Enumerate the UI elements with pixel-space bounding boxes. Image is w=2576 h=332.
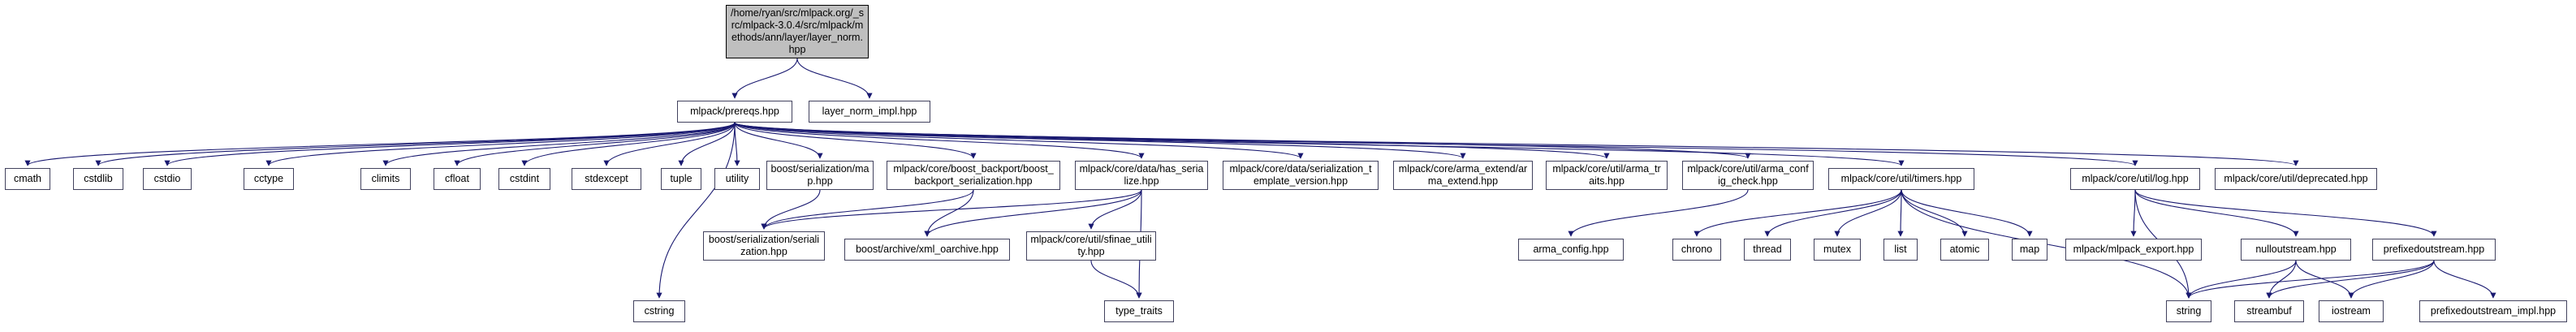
node-prefixedoutstream[interactable]: prefixedoutstream.hpp xyxy=(2372,239,2496,261)
node-label: cstdio xyxy=(153,173,181,184)
node-sfinae[interactable]: mlpack/core/util/sfinae_utility.hpp xyxy=(1026,231,1156,261)
node-string[interactable]: string xyxy=(2166,300,2211,322)
node-label: atomic xyxy=(1949,244,1980,255)
node-xml_oarchive[interactable]: boost/archive/xml_oarchive.hpp xyxy=(844,239,1010,261)
node-label: mlpack/core/arma_extend/arma_extend.hpp xyxy=(1398,163,1528,187)
node-label: boost/serialization/serialization.hpp xyxy=(708,234,820,257)
node-iostream[interactable]: iostream xyxy=(2319,300,2384,322)
node-label: cmath xyxy=(13,173,42,184)
node-label: nulloutstream.hpp xyxy=(2255,244,2337,255)
node-mlpack_export[interactable]: mlpack/mlpack_export.hpp xyxy=(2065,239,2202,261)
node-cctype[interactable]: cctype xyxy=(244,168,294,190)
node-mutex[interactable]: mutex xyxy=(1814,239,1861,261)
node-label: cfloat xyxy=(445,173,469,184)
node-prefixed_impl[interactable]: prefixedoutstream_impl.hpp xyxy=(2419,300,2567,322)
node-label: mutex xyxy=(1823,244,1852,255)
node-boost_backport[interactable]: mlpack/core/boost_backport/boost_backpor… xyxy=(887,161,1060,190)
node-label: stdexcept xyxy=(585,173,628,184)
node-ser_tpl_version[interactable]: mlpack/core/data/serialization_template_… xyxy=(1223,161,1379,190)
node-label: string xyxy=(2176,305,2202,317)
node-label: streambuf xyxy=(2246,305,2292,317)
node-list[interactable]: list xyxy=(1883,239,1918,261)
node-impl[interactable]: layer_norm_impl.hpp xyxy=(809,101,930,123)
node-atomic[interactable]: atomic xyxy=(1940,239,1989,261)
node-label: prefixedoutstream_impl.hpp xyxy=(2430,305,2557,317)
node-climits[interactable]: climits xyxy=(360,168,411,190)
node-label: mlpack/core/util/arma_traits.hpp xyxy=(1552,163,1661,187)
node-cstdint[interactable]: cstdint xyxy=(498,168,550,190)
node-label: climits xyxy=(371,173,400,184)
node-arma_traits[interactable]: mlpack/core/util/arma_traits.hpp xyxy=(1546,161,1668,190)
node-prereqs[interactable]: mlpack/prereqs.hpp xyxy=(677,101,792,123)
node-label: mlpack/core/util/sfinae_utility.hpp xyxy=(1030,234,1152,257)
node-label: mlpack/prereqs.hpp xyxy=(690,106,779,117)
node-label: list xyxy=(1894,244,1907,255)
node-boost_serialization[interactable]: boost/serialization/serialization.hpp xyxy=(703,231,825,261)
node-utility[interactable]: utility xyxy=(714,168,760,190)
node-label: mlpack/core/util/log.hpp xyxy=(2082,173,2189,184)
node-label: utility xyxy=(725,173,749,184)
node-label: layer_norm_impl.hpp xyxy=(822,106,917,117)
node-label: cstdint xyxy=(509,173,540,184)
node-arma_extend[interactable]: mlpack/core/arma_extend/arma_extend.hpp xyxy=(1393,161,1533,190)
node-label: map xyxy=(2019,244,2040,255)
node-label: tuple xyxy=(670,173,693,184)
node-log[interactable]: mlpack/core/util/log.hpp xyxy=(2070,168,2200,190)
node-label: boost/serialization/map.hpp xyxy=(770,163,869,187)
node-root: /home/ryan/src/mlpack.org/_src/mlpack-3.… xyxy=(726,5,869,58)
node-cmath[interactable]: cmath xyxy=(5,168,50,190)
node-chrono[interactable]: chrono xyxy=(1672,239,1721,261)
node-label: cstring xyxy=(644,305,675,317)
node-cstdio[interactable]: cstdio xyxy=(143,168,192,190)
node-cfloat[interactable]: cfloat xyxy=(434,168,481,190)
node-label: chrono xyxy=(1681,244,1713,255)
node-label: type_traits xyxy=(1115,305,1163,317)
node-label: thread xyxy=(1753,244,1782,255)
node-has_serialize[interactable]: mlpack/core/data/has_serialize.hpp xyxy=(1075,161,1208,190)
node-tuple[interactable]: tuple xyxy=(661,168,701,190)
node-arma_config_check[interactable]: mlpack/core/util/arma_config_check.hpp xyxy=(1682,161,1814,190)
node-deprecated[interactable]: mlpack/core/util/deprecated.hpp xyxy=(2215,168,2377,190)
node-label: prefixedoutstream.hpp xyxy=(2383,244,2485,255)
node-label: mlpack/core/data/serialization_template_… xyxy=(1229,163,1372,187)
node-stdexcept[interactable]: stdexcept xyxy=(572,168,641,190)
node-label: iostream xyxy=(2332,305,2371,317)
node-map[interactable]: map xyxy=(2012,239,2047,261)
node-arma_config[interactable]: arma_config.hpp xyxy=(1518,239,1624,261)
node-label: mlpack/core/util/deprecated.hpp xyxy=(2224,173,2368,184)
node-label: mlpack/mlpack_export.hpp xyxy=(2073,244,2194,255)
node-label: cstdlib xyxy=(84,173,113,184)
node-streambuf[interactable]: streambuf xyxy=(2234,300,2304,322)
node-timers[interactable]: mlpack/core/util/timers.hpp xyxy=(1828,168,1974,190)
node-label: mlpack/core/boost_backport/boost_backpor… xyxy=(893,163,1054,187)
node-label: mlpack/core/util/arma_config_check.hpp xyxy=(1687,163,1809,187)
node-type_traits[interactable]: type_traits xyxy=(1104,300,1174,322)
node-label: mlpack/core/data/has_serialize.hpp xyxy=(1079,163,1204,187)
node-label: cctype xyxy=(253,173,284,184)
node-label: mlpack/core/util/timers.hpp xyxy=(1840,173,1962,184)
node-boost_ser_map[interactable]: boost/serialization/map.hpp xyxy=(766,161,874,190)
node-label: /home/ryan/src/mlpack.org/_src/mlpack-3.… xyxy=(731,7,864,55)
node-label: boost/archive/xml_oarchive.hpp xyxy=(856,244,999,255)
node-cstdlib[interactable]: cstdlib xyxy=(73,168,123,190)
node-cstring[interactable]: cstring xyxy=(633,300,685,322)
node-thread[interactable]: thread xyxy=(1744,239,1791,261)
node-label: arma_config.hpp xyxy=(1533,244,1609,255)
node-nulloutstream[interactable]: nulloutstream.hpp xyxy=(2241,239,2351,261)
